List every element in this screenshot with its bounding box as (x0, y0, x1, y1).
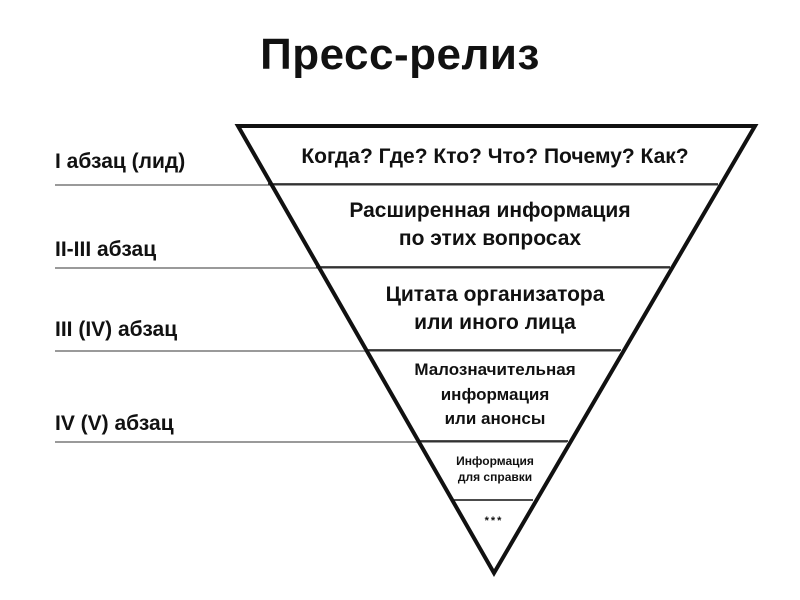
level-label-4: IV (V) абзац (55, 412, 174, 435)
level-divider-3 (55, 350, 620, 352)
level-divider-4 (55, 441, 567, 443)
level-label-1: I абзац (лид) (55, 150, 186, 173)
level-label-3: III (IV) абзац (55, 318, 178, 341)
band-1-text: Когда? Где? Кто? Что? Почему? Как? (301, 145, 689, 168)
band-3-text: Цитата организатора или иного лица (385, 283, 605, 335)
level-label-2: II-III абзац (55, 238, 157, 261)
band-6-text: *** (484, 515, 504, 527)
page-title: Пресс-релиз (260, 30, 540, 79)
band-5-text: Информация для справки (456, 454, 534, 485)
band-4-text: Малозначительная информация или анонсы (414, 360, 576, 429)
band-2-text: Расширенная информация по этих вопросах (349, 199, 631, 251)
